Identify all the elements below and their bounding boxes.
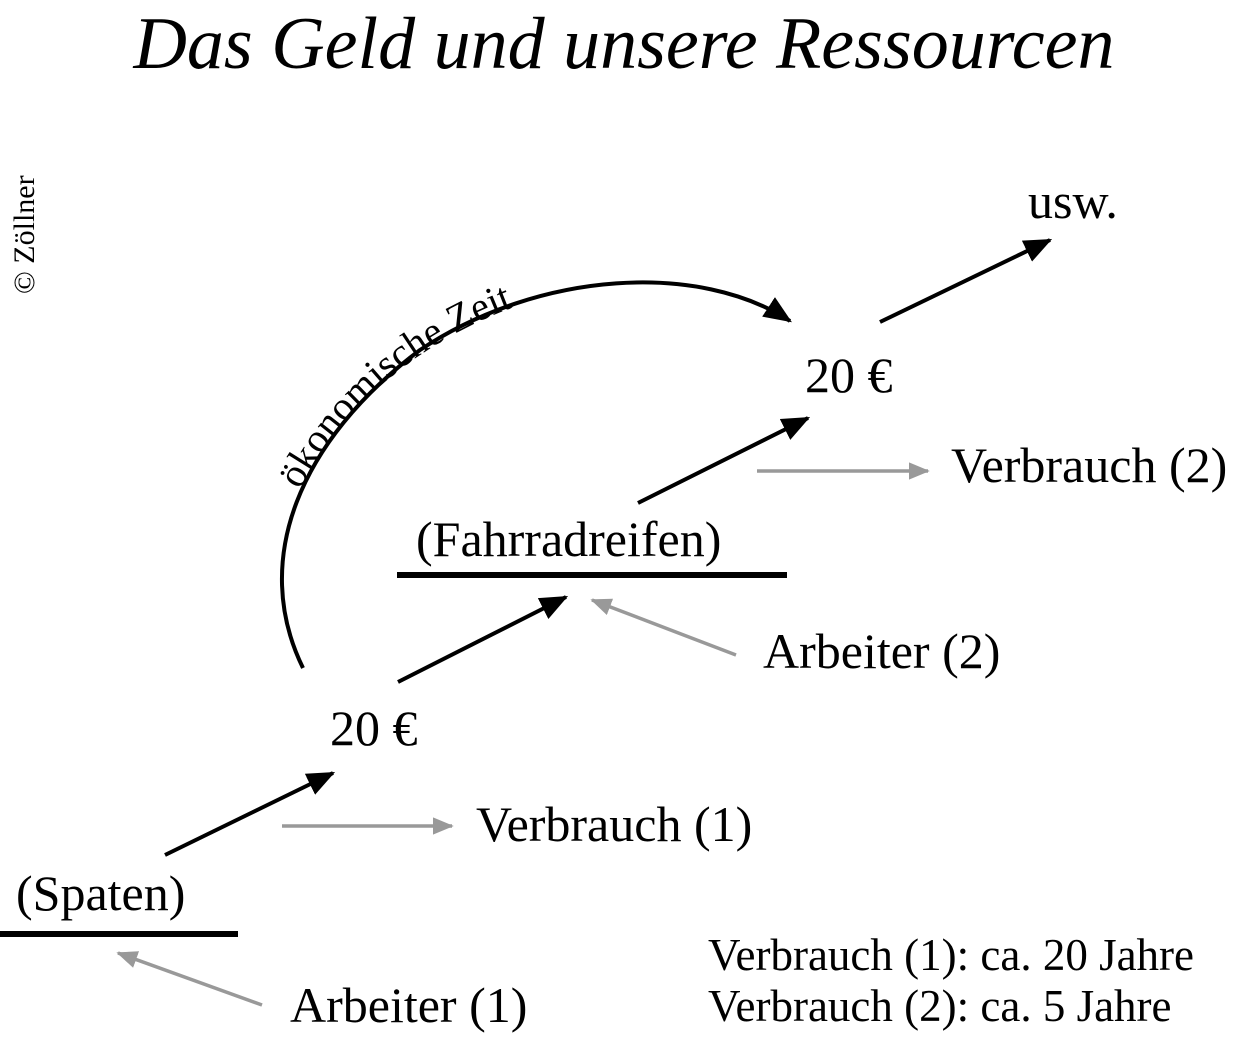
economic-time-label-path: ökonomische Zeit [268,274,516,495]
node-money-2-label: 20 € [805,347,893,403]
arrow-spaten-to-money-1 [164,771,336,857]
arrow-arbeiter-1-input [116,951,263,1007]
arrow-arbeiter-2-input [590,598,737,657]
arrow-fahrradreifen-to-money-2 [637,416,811,505]
node-fahrradreifen-label: (Fahrradreifen) [416,511,721,567]
arbeiter-1-label: Arbeiter (1) [290,977,527,1033]
note-verbrauch-1: Verbrauch (1): ca. 20 Jahre [708,930,1194,980]
arrow-money-2-to-continuation [879,238,1053,324]
economic-time-curve [280,280,792,669]
continuation-label: usw. [1028,173,1118,229]
verbrauch-1-label: Verbrauch (1) [476,796,752,852]
node-money-1-label: 20 € [330,700,418,756]
node-spaten-label: (Spaten) [16,865,185,921]
diagram-title: Das Geld und unsere Ressourcen [132,3,1114,85]
arrow-money-1-to-fahrradreifen [397,595,569,684]
verbrauch-2-label: Verbrauch (2) [951,437,1227,493]
note-verbrauch-2: Verbrauch (2): ca. 5 Jahre [708,981,1172,1031]
arbeiter-2-label: Arbeiter (2) [763,623,1000,679]
economic-time-label: ökonomische Zeit [268,274,516,495]
copyright-label: © Zöllner [8,175,41,294]
